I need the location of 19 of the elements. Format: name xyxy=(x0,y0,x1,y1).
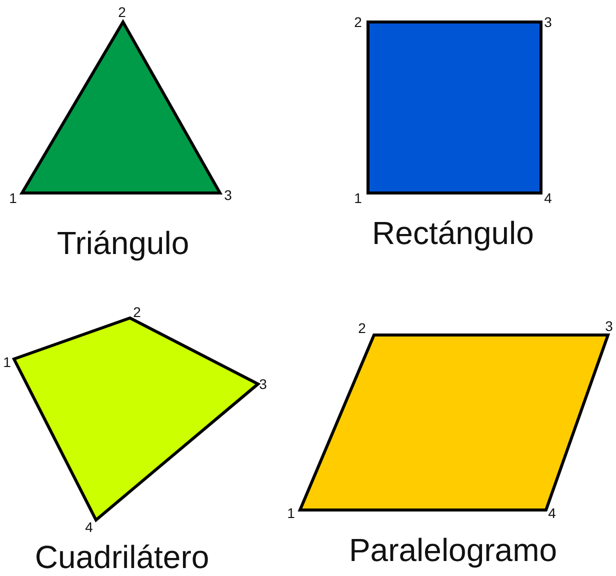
vertex-number: 1 xyxy=(9,191,17,205)
vertex-number: 1 xyxy=(354,191,362,205)
vertex-number: 2 xyxy=(133,305,141,319)
vertex-number: 3 xyxy=(605,319,613,333)
vertex-number: 4 xyxy=(544,191,552,205)
vertex-number: 4 xyxy=(85,520,93,534)
vertex-number: 3 xyxy=(544,15,552,29)
vertex-number: 3 xyxy=(259,377,267,391)
vertex-number: 4 xyxy=(548,506,556,520)
shape-name: Triángulo xyxy=(56,227,190,259)
vertex-number: 1 xyxy=(3,355,11,369)
shape-name: Paralelogramo xyxy=(348,534,558,566)
vertex-number: 2 xyxy=(118,5,126,19)
vertex-number: 2 xyxy=(358,321,366,335)
shape-name: Cuadrilátero xyxy=(34,541,210,573)
shape-name: Rectángulo xyxy=(372,217,534,249)
vertex-number: 1 xyxy=(287,506,295,520)
vertex-number: 2 xyxy=(354,15,362,29)
vertex-number: 3 xyxy=(224,188,232,202)
